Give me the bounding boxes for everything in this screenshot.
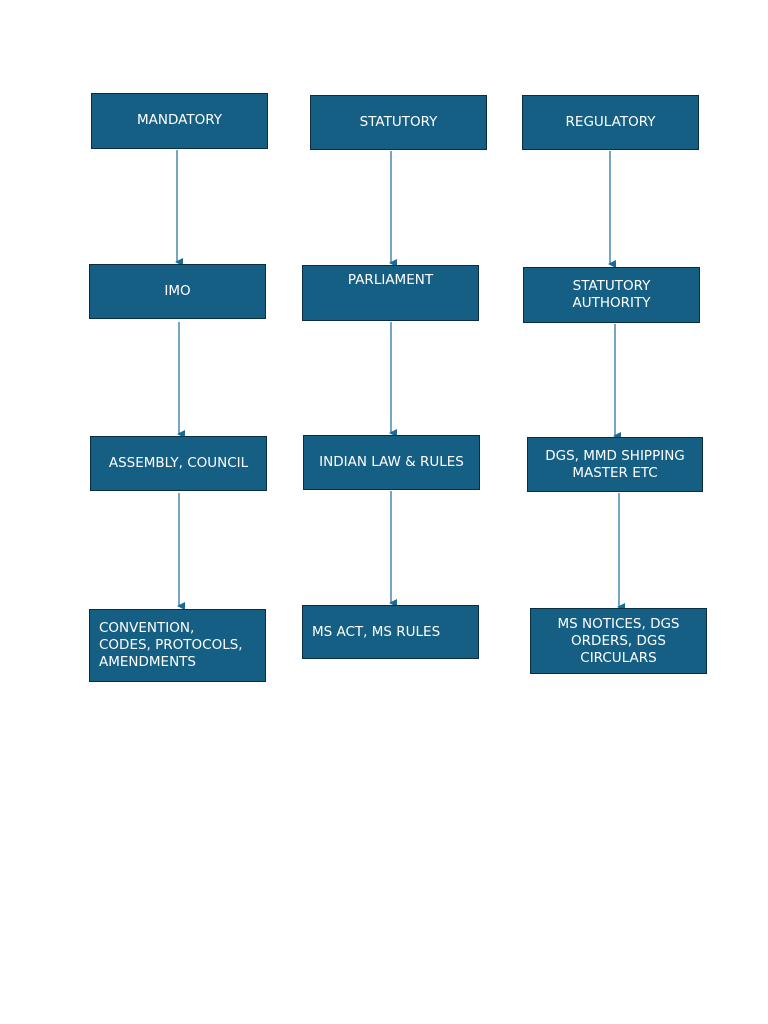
mandatory-box: MANDATORY [91, 93, 268, 149]
convention-codes-box: CONVENTION, CODES, PROTOCOLS, AMENDMENTS [89, 609, 266, 682]
assembly-council-box: ASSEMBLY, COUNCIL [90, 436, 267, 491]
statutory-box: STATUTORY [310, 95, 487, 150]
regulatory-box: REGULATORY [522, 95, 699, 150]
statutory-authority-box: STATUTORY AUTHORITY [523, 267, 700, 323]
imo-box: IMO [89, 264, 266, 319]
indian-law-rules-box: INDIAN LAW & RULES [303, 435, 480, 490]
parliament-box: PARLIAMENT [302, 265, 479, 321]
ms-act-rules-box: MS ACT, MS RULES [302, 605, 479, 659]
dgs-mmd-box: DGS, MMD SHIPPING MASTER ETC [527, 437, 703, 492]
ms-notices-box: MS NOTICES, DGS ORDERS, DGS CIRCULARS [530, 608, 707, 674]
